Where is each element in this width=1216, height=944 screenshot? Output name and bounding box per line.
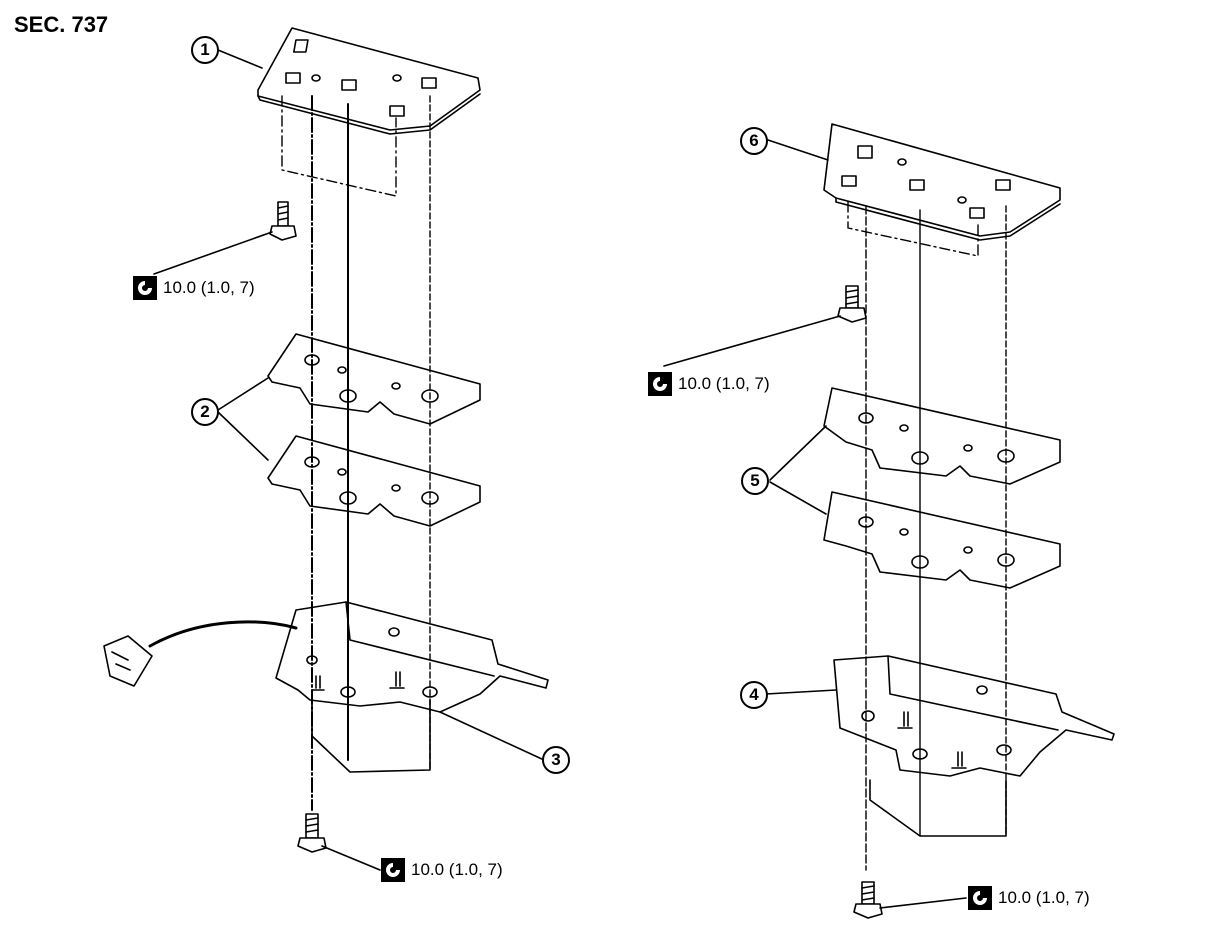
left-lower-bolt	[297, 813, 327, 853]
left-base-bracket	[103, 601, 549, 773]
right-shim-plate-lower	[823, 491, 1061, 589]
section-label: SEC. 737	[14, 12, 109, 37]
torque-wrench-icon	[381, 858, 405, 882]
left-alignment-lines	[281, 95, 431, 811]
torque-value: 10.0 (1.0, 7)	[998, 888, 1090, 907]
torque-wrench-icon	[133, 276, 157, 300]
torque-spec-right-upper: 10.0 (1.0, 7)	[648, 372, 770, 396]
torque-spec-left-upper: 10.0 (1.0, 7)	[133, 276, 255, 300]
torque-spec-left-lower: 10.0 (1.0, 7)	[381, 858, 503, 882]
torque-spec-right-lower: 10.0 (1.0, 7)	[968, 886, 1090, 910]
callout-5: 5	[741, 467, 769, 495]
torque-wrench-icon	[648, 372, 672, 396]
torque-value: 10.0 (1.0, 7)	[163, 278, 255, 297]
left-shim-plate-upper	[267, 333, 481, 425]
torque-value: 10.0 (1.0, 7)	[411, 860, 503, 879]
right-shim-plate-upper	[823, 387, 1061, 485]
callout-1: 1	[191, 36, 219, 64]
left-shim-plate-lower	[267, 435, 481, 527]
right-base-bracket	[833, 655, 1115, 837]
left-top-bracket	[257, 27, 481, 135]
torque-value: 10.0 (1.0, 7)	[678, 374, 770, 393]
callout-3: 3	[542, 746, 570, 774]
right-lower-bolt	[853, 881, 883, 919]
callout-2: 2	[191, 398, 219, 426]
right-upper-bolt	[837, 285, 867, 323]
callout-4: 4	[740, 681, 768, 709]
left-upper-bolt	[269, 201, 297, 241]
torque-wrench-icon	[968, 886, 992, 910]
right-top-bracket	[823, 123, 1061, 241]
callout-6: 6	[740, 127, 768, 155]
